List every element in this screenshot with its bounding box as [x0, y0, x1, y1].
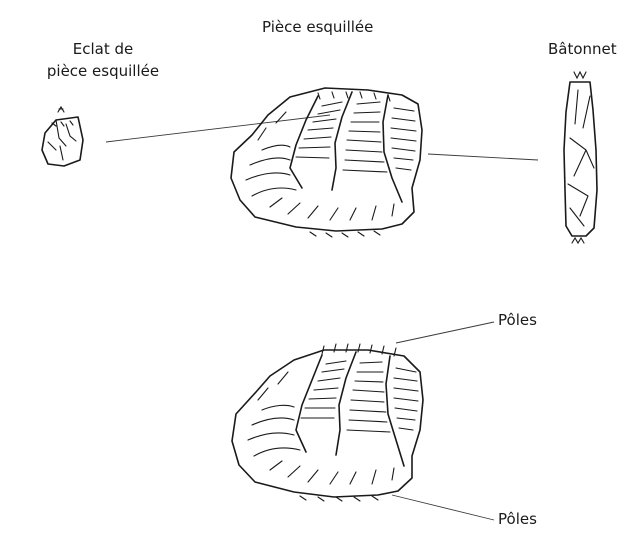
batonnet-drawing [564, 72, 597, 243]
piece-top-drawing [231, 88, 422, 237]
piece-esquillee-label: Pièce esquillée [262, 16, 373, 38]
batonnet-leader-line [428, 154, 538, 160]
poles-bottom-label: Pôles [498, 508, 537, 530]
eclat-label-line2: pièce esquillée [28, 60, 178, 82]
poles-bottom-leader-line [392, 495, 494, 520]
poles-top-label: Pôles [498, 309, 537, 331]
eclat-label: Eclat de pièce esquillée [28, 38, 178, 82]
piece-bottom-drawing [232, 344, 423, 501]
eclat-label-line1: Eclat de [28, 38, 178, 60]
poles-top-leader-line [396, 322, 494, 343]
eclat-leader-line [106, 115, 330, 142]
batonnet-label: Bâtonnet [548, 38, 617, 60]
eclat-drawing [42, 107, 83, 166]
